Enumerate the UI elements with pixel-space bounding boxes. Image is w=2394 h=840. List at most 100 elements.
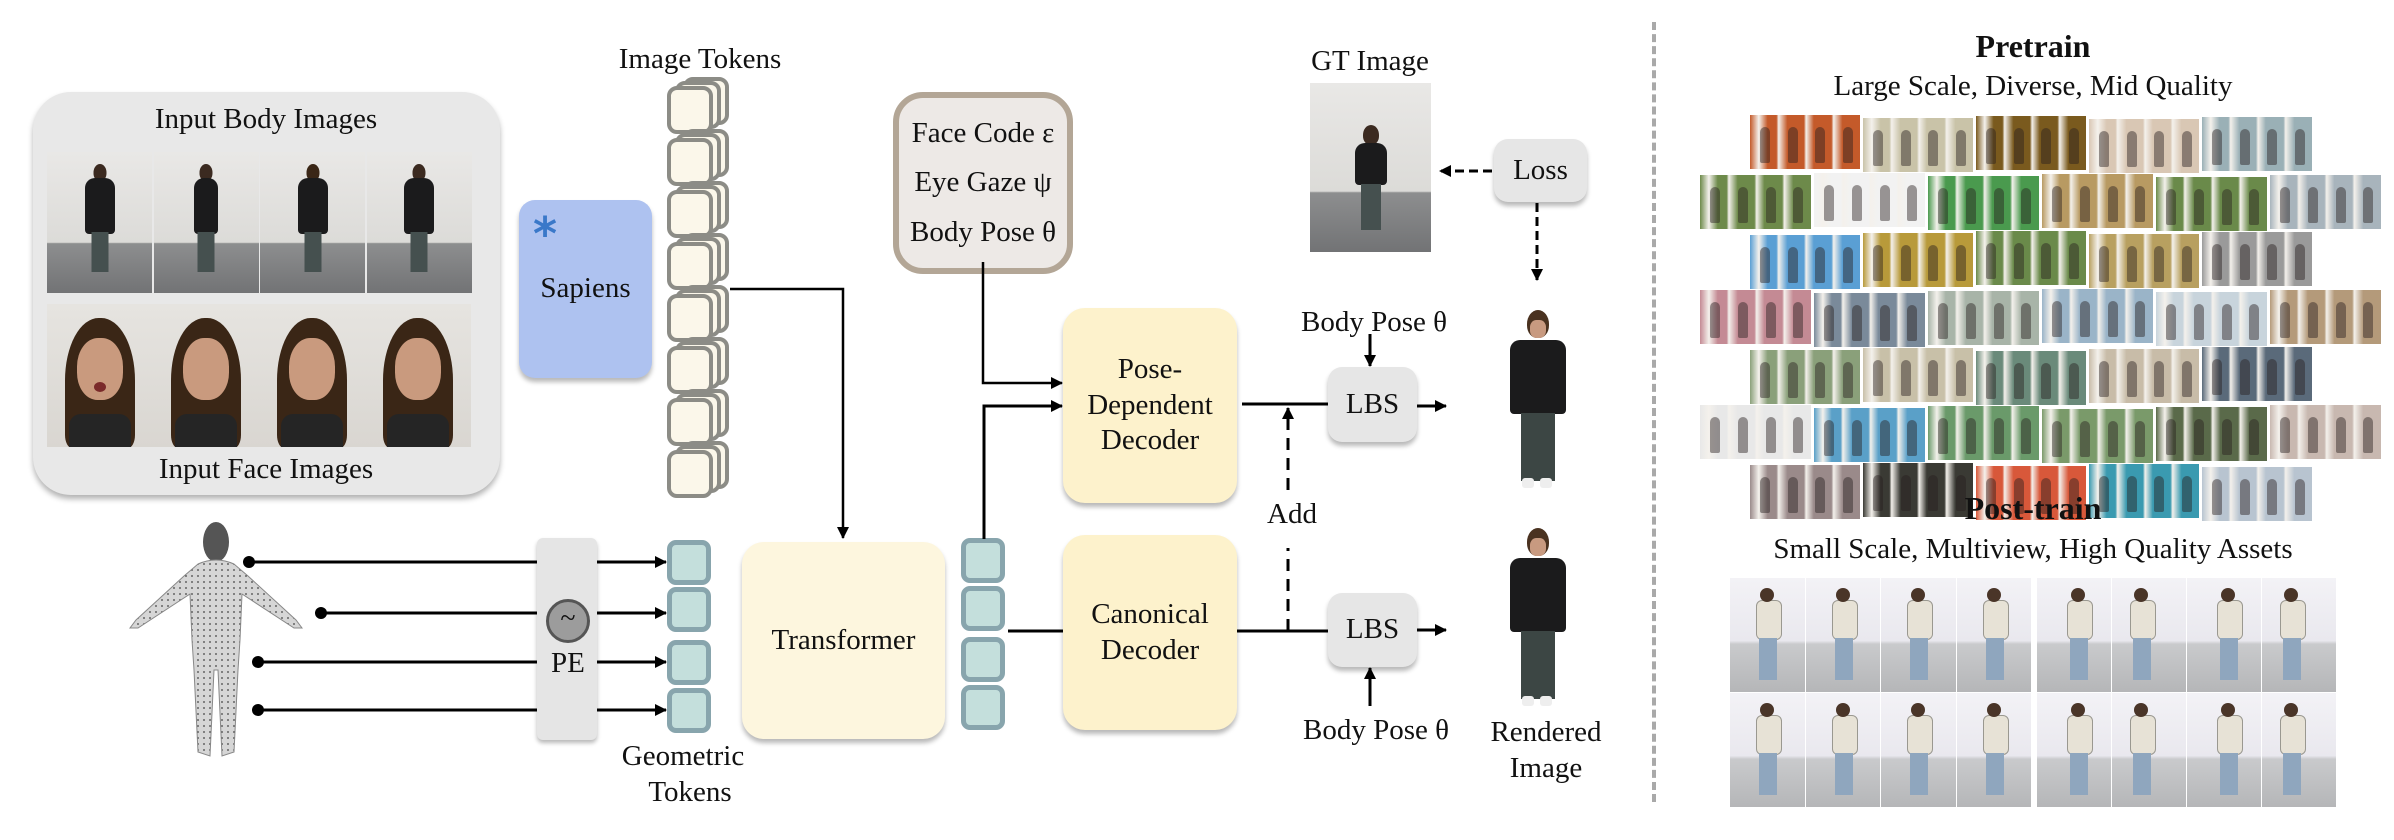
lbs-bottom-label: LBS	[1345, 613, 1400, 646]
person-silhouette	[2166, 304, 2176, 340]
person-silhouette	[1851, 185, 1862, 221]
sapiens-label: Sapiens	[540, 272, 631, 305]
subject-head	[2071, 703, 2085, 717]
person-torso	[297, 178, 328, 234]
person-silhouette	[2013, 243, 2024, 279]
image-token-stack	[667, 233, 729, 290]
pretrain-video-strip	[1975, 115, 2087, 171]
person-silhouette	[1760, 127, 1770, 163]
person-silhouette	[1737, 302, 1748, 338]
person-silhouette	[1938, 418, 1948, 454]
mesh-point-connectors	[243, 556, 667, 716]
image-token	[667, 450, 713, 498]
person-legs	[410, 232, 428, 272]
subject-shirt	[1982, 715, 2009, 755]
input-face-image	[365, 304, 471, 447]
person-silhouette	[1815, 362, 1825, 398]
person-silhouette	[1993, 418, 2004, 454]
subject-shirt	[1907, 600, 1933, 640]
subject-shirt	[2280, 715, 2306, 755]
person-silhouette	[1900, 360, 1911, 396]
person-silhouette	[1760, 362, 1770, 398]
person-silhouette	[1900, 245, 1911, 281]
pose-dependent-decoder: Pose- Dependent Decoder	[1063, 308, 1237, 503]
person-silhouette	[2221, 189, 2232, 225]
person-silhouette	[1815, 127, 1825, 163]
shirt	[281, 414, 343, 447]
pretrain-video-strip	[1699, 289, 1812, 345]
pretrain-subtitle: Large Scale, Diverse, Mid Quality	[1833, 70, 2233, 102]
subject-head	[1911, 588, 1925, 602]
person-silhouette	[2068, 363, 2079, 399]
person-silhouette	[2068, 478, 2079, 514]
subject-shirt	[2217, 715, 2243, 755]
posttrain-capture-view	[1880, 577, 1957, 693]
person-silhouette	[1824, 420, 1834, 456]
posttrain-subtitle: Small Scale, Multiview, High Quality Ass…	[1773, 533, 2293, 565]
posttrain-capture-view	[1804, 692, 1881, 808]
person-silhouette	[2221, 419, 2232, 455]
section-divider	[1652, 22, 1656, 802]
person-silhouette	[1993, 303, 2004, 339]
person-silhouette	[1760, 477, 1770, 513]
subject-shirt	[1756, 600, 1782, 640]
person-silhouette	[2126, 246, 2137, 282]
person-silhouette	[1765, 187, 1776, 223]
person-silhouette	[2041, 243, 2051, 279]
person-silhouette	[2239, 244, 2250, 280]
person-silhouette	[1765, 417, 1776, 453]
subject-head	[2071, 588, 2085, 602]
person-silhouette	[2335, 187, 2346, 223]
person-silhouette	[1787, 477, 1798, 513]
person-silhouette	[2154, 476, 2164, 512]
pretrain-video-strip	[1975, 350, 2087, 406]
output-token	[961, 637, 1005, 682]
person-silhouette	[1793, 302, 1804, 338]
person-silhouette	[2212, 244, 2222, 280]
person-silhouette	[2267, 359, 2277, 395]
subject-jeans	[2283, 638, 2301, 680]
pretrain-video-strip	[1749, 234, 1861, 290]
input-face-images-label: Input Face Images	[158, 453, 374, 485]
input-face-image	[47, 304, 153, 447]
person-silhouette	[1955, 475, 1966, 511]
person-silhouette	[2249, 304, 2260, 340]
frozen-asterisk-icon: *	[533, 207, 558, 261]
subject-head	[2134, 588, 2148, 602]
person-silhouette	[2267, 479, 2277, 515]
subject-head	[1760, 588, 1774, 602]
rendered-canonical-avatar	[1508, 528, 1568, 708]
shirt	[387, 414, 449, 447]
subject-shirt	[2217, 600, 2243, 640]
person-silhouette	[2135, 421, 2146, 457]
pretrain-video-strip	[2088, 118, 2200, 174]
image-token-stack	[667, 181, 729, 238]
rendered-image-label-line1: Rendered	[1490, 716, 1602, 748]
person-silhouette	[2294, 479, 2305, 515]
pretrain-video-strip	[2088, 463, 2200, 519]
pretrain-video-strip	[2201, 116, 2313, 172]
geometric-token	[667, 540, 711, 585]
person-silhouette	[1928, 360, 1938, 396]
person-silhouette	[1955, 245, 1966, 281]
subject-shirt	[2067, 600, 2093, 640]
conditions-box: Face Code ε Eye Gaze ψ Body Pose θ	[893, 92, 1073, 274]
person-silhouette	[2212, 359, 2222, 395]
pretrain-video-strip	[1862, 117, 1974, 173]
pretrain-video-strip	[1749, 464, 1861, 520]
person-silhouette	[1710, 302, 1720, 338]
person-legs	[91, 232, 108, 272]
person-silhouette	[1842, 127, 1853, 163]
person-silhouette	[2099, 361, 2109, 397]
person-head	[306, 164, 319, 181]
sine-wave-icon: ~	[546, 599, 590, 643]
person-silhouette	[2294, 359, 2305, 395]
subject-jeans	[2133, 753, 2151, 795]
subject-jeans	[2220, 638, 2238, 680]
subject-head	[1835, 703, 1850, 717]
person-silhouette	[2181, 361, 2192, 397]
person-silhouette	[2135, 301, 2146, 337]
posttrain-capture-view	[1955, 577, 2032, 693]
image-tokens-label: Image Tokens	[618, 43, 782, 75]
add-label: Add	[1267, 498, 1317, 530]
